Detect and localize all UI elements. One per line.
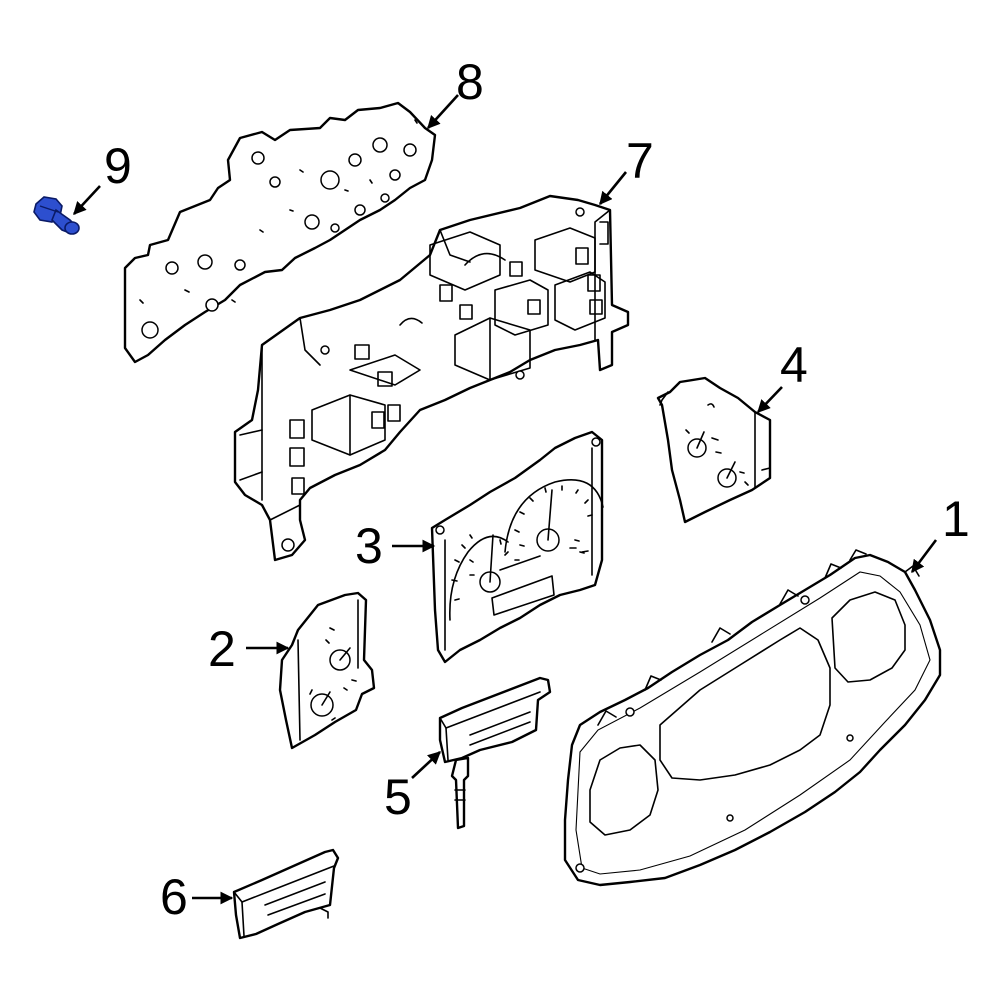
callout-number-9: 9	[104, 138, 132, 194]
part-1-lens-bezel[interactable]	[563, 549, 942, 887]
callout-number-6: 6	[160, 869, 188, 925]
callout-number-4: 4	[780, 337, 808, 393]
callout-number-2: 2	[208, 621, 236, 677]
callout-4: 4	[757, 337, 808, 413]
callout-number-8: 8	[456, 54, 484, 110]
part-5-trip-reset-switch[interactable]	[438, 676, 552, 830]
callout-number-7: 7	[626, 133, 654, 189]
callout-6: 6	[160, 869, 234, 925]
callout-5: 5	[384, 751, 441, 825]
leader-arrow-5	[411, 751, 441, 779]
part-9-screw[interactable]	[33, 196, 80, 235]
part-4-gauge-module[interactable]	[656, 376, 772, 524]
callout-number-5: 5	[384, 769, 412, 825]
callout-2: 2	[208, 621, 290, 677]
leader-arrow-9	[73, 185, 101, 215]
leader-arrow-4	[757, 386, 783, 413]
callout-7: 7	[598, 133, 654, 206]
part-3-dial-applique[interactable]	[430, 430, 604, 664]
part-2-gauge-module[interactable]	[278, 591, 376, 750]
callout-number-3: 3	[355, 518, 383, 574]
callout-9: 9	[73, 138, 132, 215]
part-6-bracket[interactable]	[232, 848, 340, 940]
callout-1: 1	[910, 491, 970, 574]
leader-arrow-8	[427, 94, 459, 129]
callout-3: 3	[355, 518, 436, 574]
part-7-cluster-housing[interactable]	[233, 194, 630, 562]
callout-8: 8	[427, 54, 484, 129]
part-8-printed-circuit-board[interactable]	[123, 101, 437, 364]
callout-number-1: 1	[942, 491, 970, 547]
leader-arrow-1	[910, 539, 938, 574]
leader-arrow-7	[598, 171, 628, 206]
